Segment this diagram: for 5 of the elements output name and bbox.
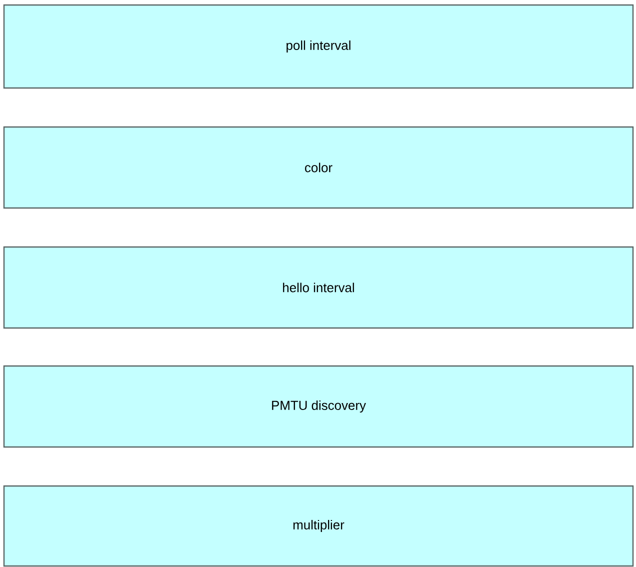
field-box: multiplier [3, 485, 634, 567]
field-box: PMTU discovery [3, 365, 634, 448]
field-box: poll interval [3, 4, 634, 89]
field-box: color [3, 126, 634, 209]
field-box: hello interval [3, 246, 634, 329]
